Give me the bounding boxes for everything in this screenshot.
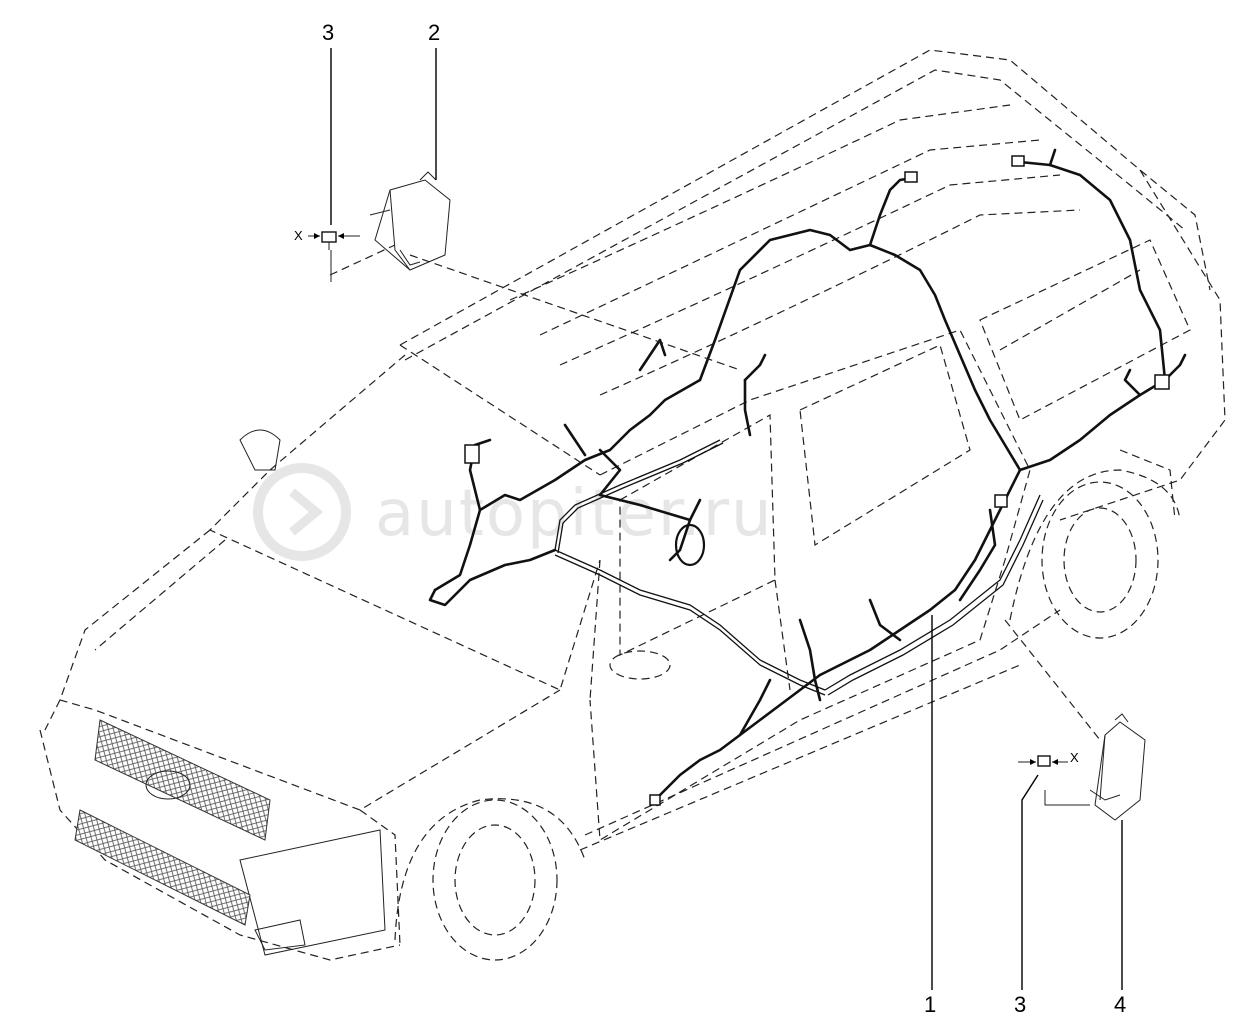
callout-1: 1 bbox=[924, 992, 936, 1017]
callout-4: 4 bbox=[1114, 992, 1126, 1017]
part-2-module bbox=[329, 171, 741, 371]
watermark-text: autopiter.ru bbox=[375, 477, 774, 551]
front-grille bbox=[74, 719, 271, 926]
brand-emblem-icon bbox=[145, 770, 191, 800]
watermark: autopiter.ru bbox=[253, 463, 774, 561]
axis-mark-x-top: X bbox=[294, 228, 303, 243]
part-4-module bbox=[1004, 619, 1146, 990]
part-3-bolt-top bbox=[308, 48, 360, 282]
callout-3-top: 3 bbox=[322, 20, 334, 45]
floor-pipe bbox=[554, 439, 1044, 696]
wiring-harness bbox=[428, 148, 1187, 806]
callout-3-bottom: 3 bbox=[1014, 992, 1026, 1017]
watermark-arrow-icon bbox=[289, 488, 324, 536]
callout-2: 2 bbox=[428, 20, 440, 45]
part-3-bolt-bottom bbox=[1018, 755, 1090, 990]
watermark-logo-icon bbox=[253, 463, 351, 561]
car-body-outline bbox=[39, 49, 1226, 961]
axis-mark-x-bottom: X bbox=[1070, 750, 1079, 765]
